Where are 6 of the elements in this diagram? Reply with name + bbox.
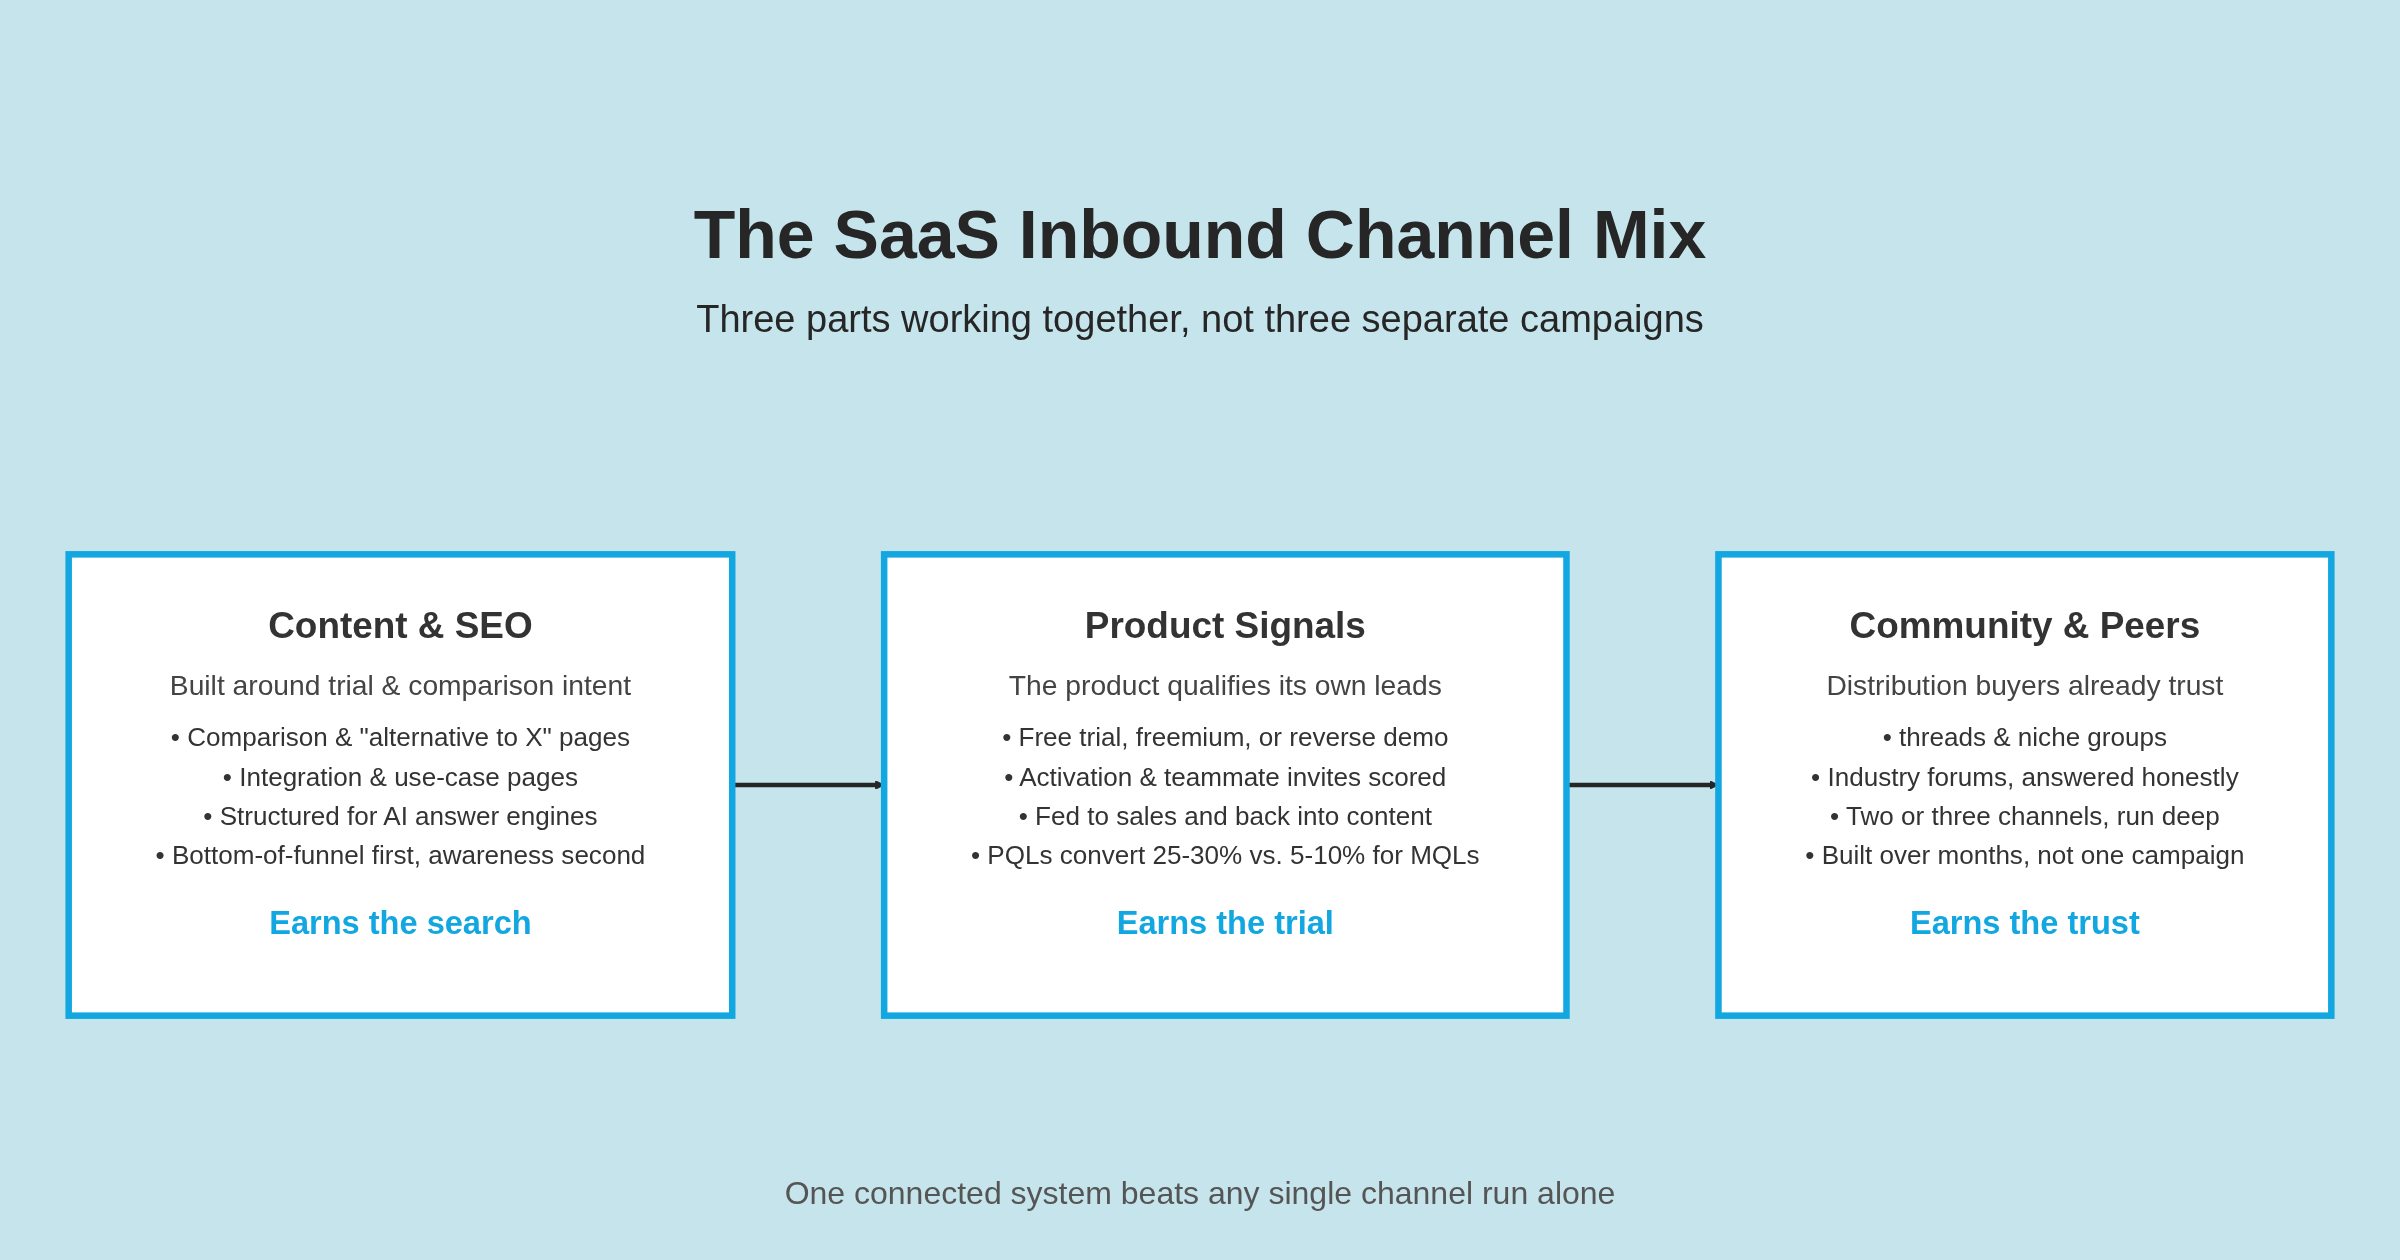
diagram-caption: One connected system beats any single channel run alone xyxy=(783,1175,1617,1212)
diagram-title: The SaaS Inbound Channel Mix xyxy=(692,195,1708,273)
node-box: Community & Peers Distribution buyers already trust • threads & niche groups • Industry forums, answered honestly • Two or three channels, run deep • Built over months, not one campaign Earns the trust xyxy=(1715,551,2335,1019)
node-box: Product Signals The product qualifies its own leads • Free trial, freemium, or reverse demo • Activation & teammate invites scored • Fed to sales and back into content • PQLs convert 25-30% vs. 5-10% for MQLs Earns the trial xyxy=(880,551,1570,1019)
node-box: Content & SEO Built around trial & comparison intent • Comparison & "alternative to X" pages • Integration & use-case pages • Structured for AI answer engines • Bottom-of-funnel first, awareness second Earns the search xyxy=(65,551,736,1019)
subtitle: Three parts working together, not three separate campaigns xyxy=(695,298,1705,341)
